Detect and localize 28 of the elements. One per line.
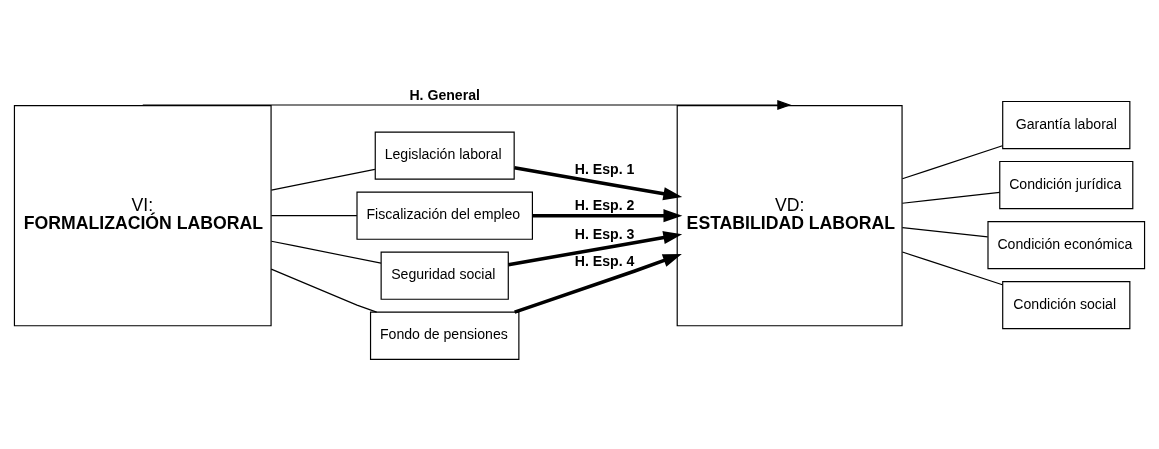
connector	[901, 145, 1003, 180]
node-box: Condición social	[1002, 281, 1131, 330]
node-box: Condición jurídica	[999, 160, 1134, 210]
node-box: Condición económica	[987, 220, 1146, 270]
connector	[270, 215, 358, 217]
edge-label: H. Esp. 3	[574, 225, 635, 242]
arrow	[142, 100, 792, 110]
node-box: VD: ESTABILIDAD LABORAL	[676, 105, 903, 327]
connector	[270, 168, 376, 191]
connector	[901, 251, 1003, 286]
arrow	[532, 209, 683, 223]
arrow	[514, 254, 682, 314]
edge-label: H. General	[409, 86, 480, 103]
connector	[901, 227, 989, 238]
connector	[901, 191, 1001, 204]
edge-label: H. Esp. 1	[574, 161, 635, 177]
node-box: Fondo de pensiones	[369, 311, 520, 360]
connector	[270, 240, 382, 264]
node-box: Garantía laboral	[1002, 100, 1131, 150]
connector	[270, 268, 378, 313]
node-box: VI: FORMALIZACIÓN LABORAL	[13, 105, 272, 327]
node-box: Legislación laboral	[374, 131, 515, 180]
arrow	[508, 231, 683, 267]
edge-label: H. Esp. 2	[574, 197, 635, 214]
edge-label: H. Esp. 4	[574, 252, 635, 269]
node-box: Fiscalización del empleo	[356, 191, 533, 240]
node-box: Seguridad social	[380, 251, 509, 300]
arrow	[514, 165, 683, 201]
